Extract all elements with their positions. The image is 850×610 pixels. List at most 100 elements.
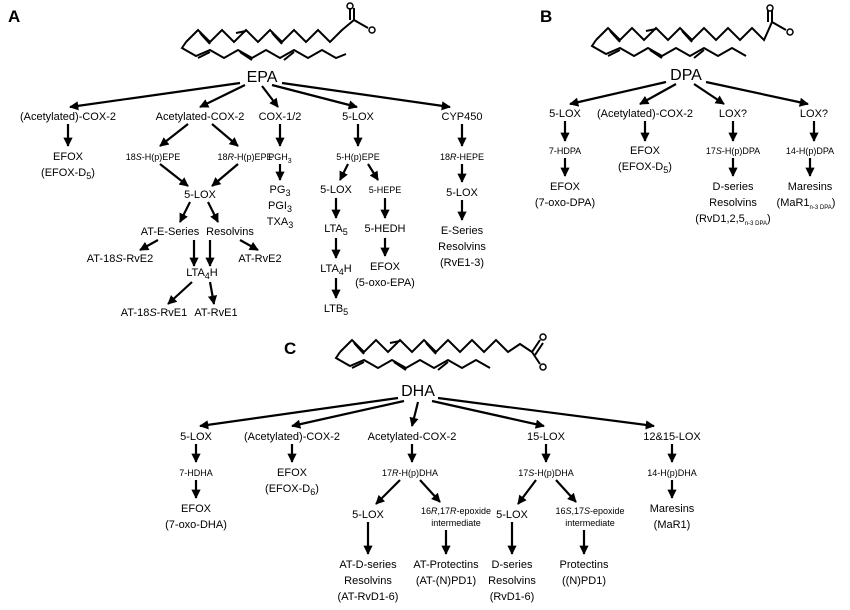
node-5-lox: 5-LOX bbox=[180, 431, 212, 443]
node-cox2: (Acetylated)-COX-2 bbox=[20, 111, 116, 123]
node-16s17s-epoxide: 16S,17S-epoxide bbox=[555, 506, 624, 516]
node-txa3: TXA3 bbox=[267, 216, 293, 230]
node-lta4h: LTA4H bbox=[186, 267, 218, 281]
node-d-series: D-series bbox=[713, 181, 754, 193]
arrow bbox=[639, 83, 677, 105]
panel-b-label: B bbox=[540, 7, 552, 26]
arrow bbox=[281, 81, 451, 111]
arrow bbox=[339, 163, 349, 181]
node-maresins: Maresins bbox=[788, 181, 833, 193]
node-at-rve2: AT-RvE2 bbox=[238, 253, 281, 265]
node-5-lox-d: 5-LOX bbox=[446, 187, 478, 199]
node-cyp450: CYP450 bbox=[442, 111, 483, 123]
arrow bbox=[291, 399, 405, 429]
node-pgh3: PGH3 bbox=[268, 152, 292, 165]
node-7-oxo-dpa: (7-oxo-DPA) bbox=[535, 197, 595, 209]
node-lox-q2: LOX? bbox=[800, 108, 828, 120]
node-efox: EFOX bbox=[53, 151, 84, 163]
node-5-hpepe: 5-H(p)EPE bbox=[336, 152, 380, 162]
panel-b: B DPA 5-LOX 7-HDPA EFOX (7-oxo-DPA) (Ace… bbox=[535, 4, 836, 227]
arrow bbox=[693, 83, 725, 105]
node-5-lox-b: 5-LOX bbox=[342, 111, 374, 123]
node-at-e-series: AT-E-Series bbox=[141, 226, 200, 238]
arrow bbox=[159, 123, 189, 147]
node-5-hepe: 5-HEPE bbox=[369, 185, 402, 195]
node-lta5: LTA5 bbox=[324, 223, 348, 237]
arrow bbox=[555, 479, 577, 503]
node-17r-hpdha: 17R-H(p)DHA bbox=[382, 468, 438, 478]
arrow bbox=[179, 201, 191, 223]
arrow bbox=[207, 281, 218, 305]
node-acetylated-cox2: Acetylated-COX-2 bbox=[368, 431, 457, 443]
node-at-d-series: AT-D-series bbox=[339, 559, 397, 571]
arrow bbox=[437, 396, 655, 430]
arrow bbox=[419, 479, 441, 503]
node-5-lox: 5-LOX bbox=[184, 189, 216, 201]
node-7-hdha: 7-HDHA bbox=[179, 468, 213, 478]
node-efox-b: EFOX bbox=[370, 261, 401, 273]
node-5-lox-c: 5-LOX bbox=[320, 184, 352, 196]
panel-a: A EPA (Acetylated)-COX-2 EFOX (EFOX-D5) … bbox=[8, 2, 486, 319]
node-17s-hpdha: 17S-H(p)DHA bbox=[518, 468, 574, 478]
arrow bbox=[569, 80, 667, 107]
dpa-structure bbox=[590, 4, 794, 59]
epa-structure bbox=[180, 2, 376, 61]
node-14-hpdha: 14-H(p)DHA bbox=[647, 468, 697, 478]
epa-root: EPA bbox=[247, 69, 278, 86]
arrow bbox=[199, 84, 246, 108]
node-d-series: D-series bbox=[492, 559, 533, 571]
node-at-18s-rve2: AT-18S-RvE2 bbox=[87, 253, 153, 265]
panel-c: C DHA 5-LOX 7-HDHA EFOX (7-oxo-DHA) (Ace… bbox=[165, 333, 701, 603]
node-5-lox-c: 5-LOX bbox=[496, 509, 528, 521]
arrow bbox=[69, 81, 241, 111]
node-cox2: (Acetylated)-COX-2 bbox=[597, 108, 693, 120]
node-at-18s-rve1: AT-18S-RvE1 bbox=[121, 307, 187, 319]
dha-structure bbox=[334, 333, 547, 371]
node-7-oxo-dha: (7-oxo-DHA) bbox=[165, 519, 227, 531]
node-18r-hpepe: 18R-H(p)EPE bbox=[217, 152, 272, 162]
node-npd1: ((N)PD1) bbox=[562, 575, 606, 587]
arrow bbox=[375, 479, 401, 505]
node-12-15-lox: 12&15-LOX bbox=[643, 431, 701, 443]
node-18s-hpepe: 18S-H(p)EPE bbox=[126, 152, 181, 162]
arrow bbox=[207, 201, 219, 223]
node-rve1-3: (RvE1-3) bbox=[440, 257, 484, 269]
node-ltb5: LTB5 bbox=[324, 303, 348, 317]
arrow bbox=[167, 281, 193, 305]
node-5-hedh: 5-HEDH bbox=[365, 223, 406, 235]
node-rvd125: (RvD1,2,5n-3 DPA) bbox=[695, 213, 770, 227]
node-rvd1-6: (RvD1-6) bbox=[490, 591, 535, 603]
node-at-rve1: AT-RvE1 bbox=[194, 307, 237, 319]
arrow bbox=[367, 163, 379, 181]
node-e-resolvins: Resolvins bbox=[438, 241, 486, 253]
arrow bbox=[409, 401, 420, 427]
node-efox-d5: (EFOX-D5) bbox=[618, 161, 672, 175]
node-15-lox: 15-LOX bbox=[527, 431, 566, 443]
node-mar1: (MaR1) bbox=[654, 519, 691, 531]
node-d-resolvins: Resolvins bbox=[709, 197, 757, 209]
panel-a-label: A bbox=[8, 7, 20, 26]
node-lta4h-b: LTA4H bbox=[320, 263, 352, 277]
arrow bbox=[261, 85, 279, 108]
node-efox-b: EFOX bbox=[277, 467, 308, 479]
node-efox: EFOX bbox=[181, 503, 212, 515]
node-5-lox-b: 5-LOX bbox=[352, 509, 384, 521]
node-14-hpdpa: 14-H(p)DPA bbox=[786, 146, 834, 156]
node-efox: EFOX bbox=[550, 181, 581, 193]
node-17s-hpdpa: 17S-H(p)DPA bbox=[706, 146, 760, 156]
node-5-oxo-epa: (5-oxo-EPA) bbox=[355, 277, 415, 289]
node-acetylated-cox2: Acetylated-COX-2 bbox=[156, 111, 245, 123]
node-intermediate-s: intermediate bbox=[565, 518, 615, 528]
node-cox12: COX-1/2 bbox=[259, 111, 302, 123]
arrow bbox=[271, 83, 358, 110]
arrow bbox=[517, 479, 537, 505]
arrow bbox=[211, 163, 239, 187]
node-16r17r-epoxide: 16R,17R-epoxide bbox=[421, 506, 491, 516]
node-at-protectins: AT-Protectins bbox=[413, 559, 479, 571]
node-pg3: PG3 bbox=[270, 184, 291, 198]
node-efox-b: EFOX bbox=[630, 145, 661, 157]
node-7-hdpa: 7-HDPA bbox=[549, 146, 581, 156]
node-mar1: (MaR1n-3 DPA) bbox=[777, 197, 836, 211]
node-at-npd1: (AT-(N)PD1) bbox=[416, 575, 476, 587]
arrow bbox=[239, 239, 259, 251]
